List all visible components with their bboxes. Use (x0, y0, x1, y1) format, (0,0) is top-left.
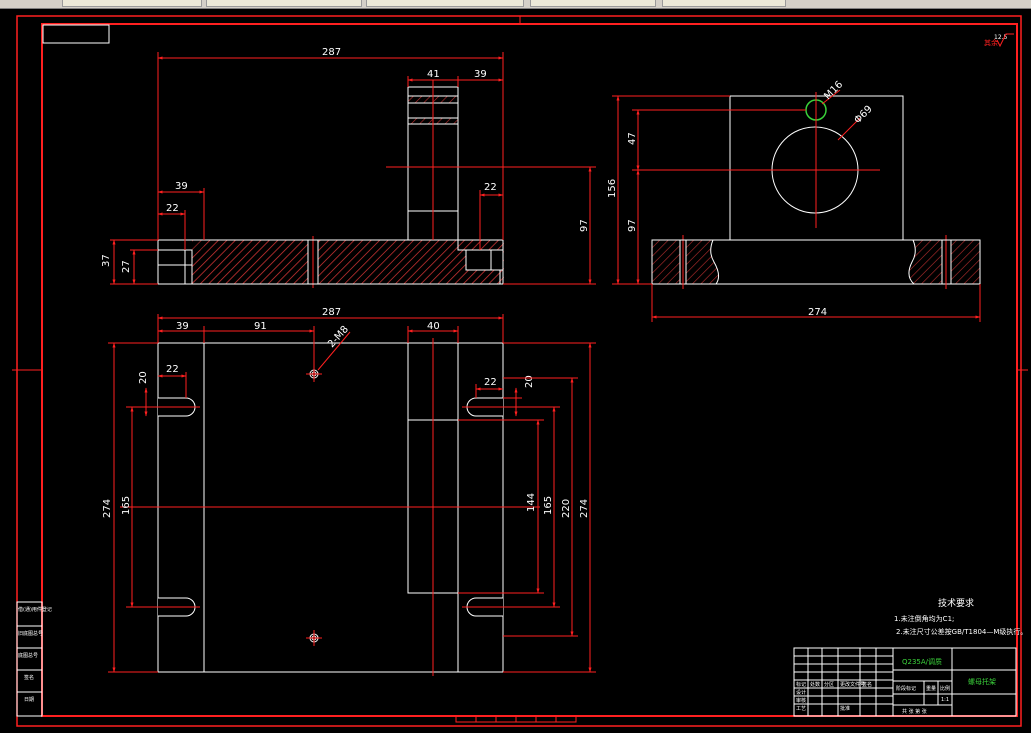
dimension-label: 旧底图总号 (18, 630, 43, 637)
dimension-label: 螺母托架 (968, 677, 996, 686)
dimension-label: 97 (627, 219, 638, 232)
dimension-label: 日期 (24, 697, 34, 703)
dimension-label: 重量 (926, 685, 936, 692)
dimension-label: 22 (166, 364, 179, 375)
dimension-label: 287 (322, 47, 341, 58)
dimension-label: 其余 (984, 38, 998, 47)
dimension-label: 91 (254, 321, 267, 332)
dimension-label: 技术要求 (938, 597, 974, 609)
dimension-label: 22 (484, 377, 497, 388)
dimension-label: 165 (543, 496, 554, 515)
scale-bar (455, 715, 577, 723)
dimension-label: 2.未注尺寸公差按GB/T1804—M级执行。 (896, 627, 1027, 636)
cad-drawing-canvas[interactable]: 其余 12.5 287 41 39 (0, 8, 1031, 733)
dimension-label: 39 (176, 321, 189, 332)
window-toolbar (0, 0, 1031, 9)
dimension-label: 标记 (796, 681, 806, 688)
dimension-label: 39 (474, 69, 487, 80)
dimension-label: 签名 (862, 681, 872, 688)
dimension-label: 22 (484, 182, 497, 193)
dimension-label: 批准 (840, 705, 850, 712)
dimension-label: 22 (166, 203, 179, 214)
dimension-label: 工艺 (796, 706, 806, 712)
dimension-label: 40 (427, 321, 440, 332)
dimension-label: 97 (579, 219, 590, 232)
dimension-label: Q235A/调质 (902, 657, 942, 666)
left-registration-strip: 借(通)用件登记 旧底图总号 底图总号 签名 日期 (16, 601, 52, 717)
side-view: M16 Φ69 47 156 97 274 (607, 79, 981, 322)
dimension-label: 165 (121, 496, 132, 515)
top-view: 287 39 91 2-M8 40 274 165 20 22 22 20 (102, 307, 596, 676)
dimension-label: 分区 (824, 681, 834, 688)
dimension-label: 41 (427, 69, 440, 80)
dimension-label: 20 (138, 371, 149, 384)
dimension-label: 27 (121, 260, 132, 273)
roughness-symbol: 其余 12.5 (984, 33, 1014, 48)
dimension-label: 274 (579, 499, 590, 518)
dimension-label: 287 (322, 307, 341, 318)
dimension-label: 1:1 (941, 697, 949, 703)
toolbar-field[interactable] (62, 0, 202, 7)
dimension-label: 阶段标记 (896, 685, 916, 692)
dimension-label: 47 (627, 132, 638, 145)
dimension-label: 审核 (796, 697, 806, 704)
dimension-label: 借(通)用件登记 (18, 606, 52, 613)
toolbar-field[interactable] (530, 0, 656, 7)
dimension-label: 156 (607, 179, 618, 198)
front-view: 287 41 39 39 22 22 37 27 97 (101, 47, 596, 288)
technical-requirements: 技术要求 1.未注倒角均为C1; 2.未注尺寸公差按GB/T1804—M级执行。 (894, 597, 1027, 636)
dimension-label: 37 (101, 254, 112, 267)
dimension-label: 39 (175, 181, 188, 192)
dimension-label: 274 (808, 307, 827, 318)
dimension-label: 220 (561, 499, 572, 518)
toolbar-field[interactable] (662, 0, 786, 7)
outer-frame (16, 15, 1022, 727)
dimension-label: 1.未注倒角均为C1; (894, 614, 954, 623)
dimension-label: 处数 (810, 681, 820, 688)
dimension-label: 更改文件号 (840, 681, 865, 688)
dimension-label: 底图总号 (18, 652, 38, 659)
dimension-label: 20 (524, 375, 535, 388)
dimension-label: 签名 (24, 674, 34, 681)
toolbar-field[interactable] (366, 0, 524, 7)
dimension-label: 144 (526, 493, 537, 512)
dimension-label: 274 (102, 499, 113, 518)
title-block: 标记 处数 分区 更改文件号 签名 设计 审核 工艺 批准 阶段标记 重量 比例… (793, 647, 1017, 717)
dimension-label: 比例 (940, 685, 950, 692)
drawing-code-box (42, 24, 110, 44)
dimension-label: 共 张 第 张 (902, 708, 927, 715)
dimension-label: 12.5 (994, 34, 1008, 41)
dimension-label: 设计 (796, 689, 806, 696)
toolbar-field[interactable] (206, 0, 362, 7)
